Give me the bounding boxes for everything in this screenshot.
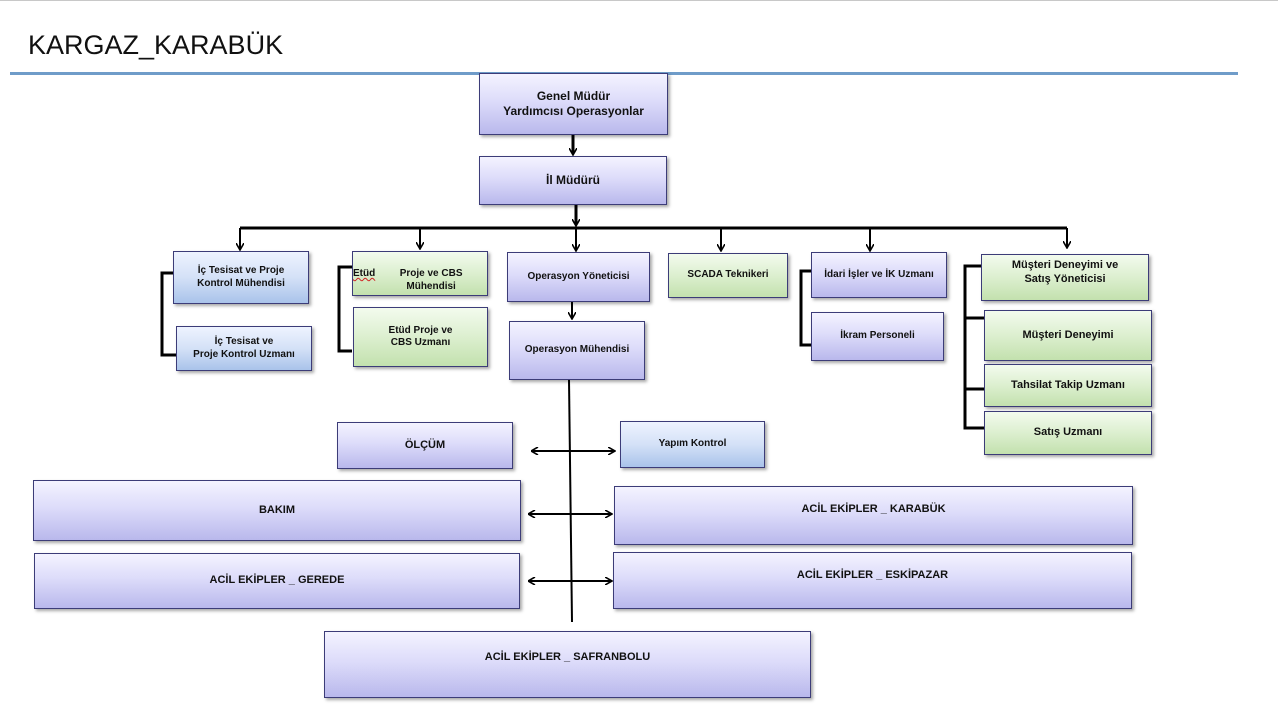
box-operasyon-yoneticisi: Operasyon Yöneticisi [507, 252, 650, 302]
box-acil-gerede: ACİL EKİPLER _ GEREDE [34, 553, 520, 609]
etud-misspelled-word: Etüd [353, 268, 376, 279]
box-acil-safranbolu: ACİL EKİPLER _ SAFRANBOLU [324, 631, 811, 698]
bracket-musteri [963, 264, 985, 430]
box-musteri-deneyimi: Müşteri Deneyimi [984, 310, 1152, 361]
box-etud-uzmani: Etüd Proje ve CBS Uzmanı [353, 307, 488, 367]
box-ikram: İkram Personeli [811, 312, 944, 361]
box-operasyon-muhendisi: Operasyon Mühendisi [509, 321, 645, 380]
top-border [0, 0, 1278, 1]
box-idari-isler: İdari İşler ve İK Uzmanı [811, 252, 947, 298]
box-ic-tesisat-muhendisi: İç Tesisat ve Proje Kontrol Mühendisi [173, 251, 309, 304]
bracket-ic-tesisat [160, 271, 177, 357]
box-olcum: ÖLÇÜM [337, 422, 513, 469]
etud-muhendisi-rest: Proje ve CBS Mühendisi [399, 268, 463, 292]
box-il-muduru: İl Müdürü [479, 156, 667, 205]
box-musteri-yoneticisi: Müşteri Deneyimi ve Satış Yöneticisi [981, 254, 1149, 301]
bracket-etud [337, 265, 352, 353]
box-etud-muhendisi: Etüd Proje ve CBS Mühendisi [352, 251, 488, 296]
box-scada: SCADA Teknikeri [668, 253, 788, 298]
page-title: KARGAZ_KARABÜK [28, 30, 284, 60]
box-yapim-kontrol: Yapım Kontrol [620, 421, 765, 468]
central-vertical [568, 379, 573, 623]
box-ic-tesisat-uzmani: İç Tesisat ve Proje Kontrol Uzmanı [176, 326, 312, 371]
bracket-idari [799, 269, 813, 347]
box-bakim: BAKIM [33, 480, 521, 541]
box-acil-karabuk: ACİL EKİPLER _ KARABÜK [614, 486, 1133, 545]
box-satis-uzmani: Satış Uzmanı [984, 411, 1152, 455]
box-acil-eskipazar: ACİL EKİPLER _ ESKİPAZAR [613, 552, 1132, 609]
box-tahsilat: Tahsilat Takip Uzmanı [984, 364, 1152, 407]
box-genel-mudur: Genel Müdür Yardımcısı Operasyonlar [479, 73, 668, 135]
